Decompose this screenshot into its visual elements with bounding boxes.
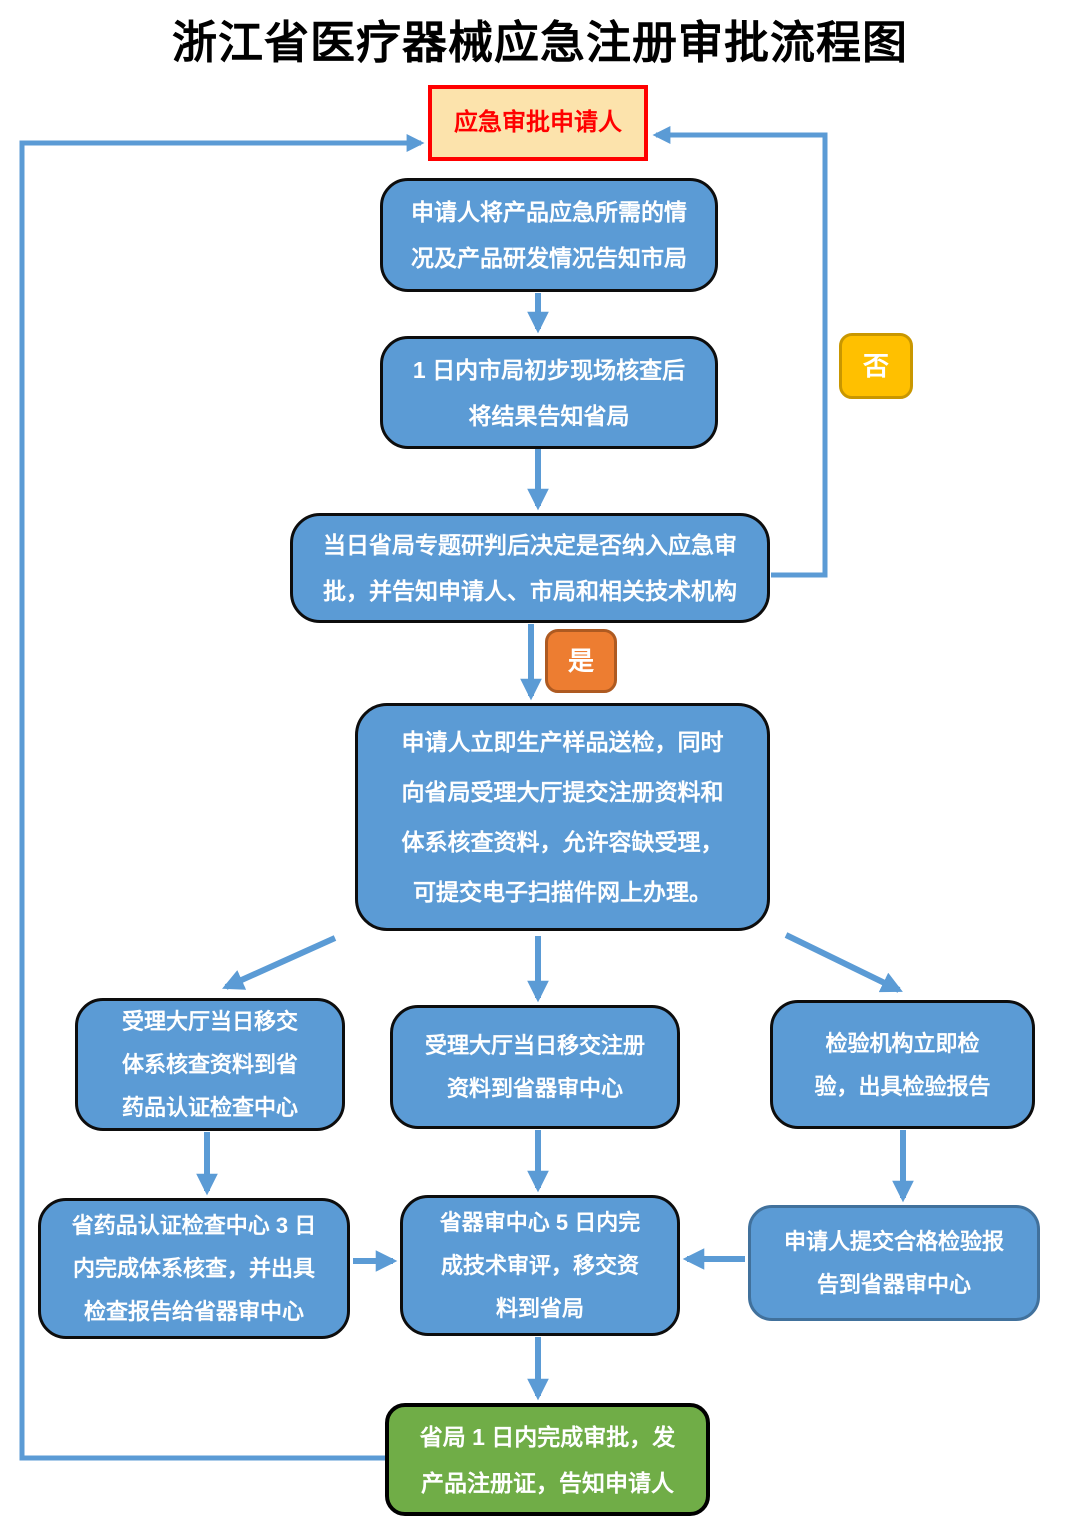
node-city-onsite-check-label: 1 日内市局初步现场核查后 将结果告知省局 <box>412 356 686 429</box>
node-province-decision-label: 当日省局专题研判后决定是否纳入应急审 批，并告知申请人、市局和相关技术机构 <box>323 532 737 604</box>
node-province-decision: 当日省局专题研判后决定是否纳入应急审 批，并告知申请人、市局和相关技术机构 <box>290 513 770 623</box>
node-city-onsite-check: 1 日内市局初步现场核查后 将结果告知省局 <box>380 336 718 449</box>
no-branch-tag: 否 <box>839 333 913 399</box>
node-notify-city-bureau: 申请人将产品应急所需的情 况及产品研发情况告知市局 <box>380 178 718 292</box>
node-transfer-system-check-label: 受理大厅当日移交 体系核查资料到省 药品认证检查中心 <box>121 1009 298 1120</box>
node-submit-materials-label: 申请人立即生产样品送检，同时 向省局受理大厅提交注册资料和 体系核查资料，允许容… <box>401 729 724 905</box>
node-notify-city-bureau-label: 申请人将产品应急所需的情 况及产品研发情况告知市局 <box>411 199 687 271</box>
arrow-submit-to-inspection <box>784 932 903 993</box>
node-inspection-report-submit-label: 申请人提交合格检验报 告到省器审中心 <box>783 1229 1004 1297</box>
node-inspection-agency: 检验机构立即检 验，出具检验报告 <box>770 1000 1035 1129</box>
yes-branch-label: 是 <box>567 646 594 676</box>
node-technical-review: 省器审中心 5 日内完 成技术审评，移交资 料到省局 <box>400 1195 680 1336</box>
node-final-approval-label: 省局 1 日内完成审批，发 产品注册证，告知申请人 <box>419 1423 676 1496</box>
node-system-check-report-label: 省药品认证检查中心 3 日 内完成体系核查，并出具 检查报告给省器审中心 <box>71 1213 317 1324</box>
node-emergency-applicant: 应急审批申请人 <box>428 85 648 161</box>
node-technical-review-label: 省器审中心 5 日内完 成技术审评，移交资 料到省局 <box>439 1210 641 1321</box>
node-inspection-agency-label: 检验机构立即检 验，出具检验报告 <box>814 1030 991 1099</box>
node-final-approval: 省局 1 日内完成审批，发 产品注册证，告知申请人 <box>385 1403 710 1516</box>
yes-branch-tag: 是 <box>545 629 617 693</box>
page-title: 浙江省医疗器械应急注册审批流程图 <box>171 17 908 68</box>
loop-approval-to-applicant <box>19 134 425 1461</box>
arrow-submit-to-systemtransfer <box>222 935 337 990</box>
node-inspection-report-submit: 申请人提交合格检验报 告到省器审中心 <box>748 1205 1040 1321</box>
node-submit-materials: 申请人立即生产样品送检，同时 向省局受理大厅提交注册资料和 体系核查资料，允许容… <box>355 703 770 931</box>
node-system-check-report: 省药品认证检查中心 3 日 内完成体系核查，并出具 检查报告给省器审中心 <box>38 1198 350 1339</box>
node-transfer-system-check: 受理大厅当日移交 体系核查资料到省 药品认证检查中心 <box>75 998 345 1131</box>
node-transfer-registration: 受理大厅当日移交注册 资料到省器审中心 <box>390 1005 680 1129</box>
no-branch-label: 否 <box>862 351 889 381</box>
node-emergency-applicant-label: 应急审批申请人 <box>454 109 622 136</box>
node-transfer-registration-label: 受理大厅当日移交注册 资料到省器审中心 <box>424 1033 645 1101</box>
loop-decision-no-to-applicant <box>652 126 828 578</box>
